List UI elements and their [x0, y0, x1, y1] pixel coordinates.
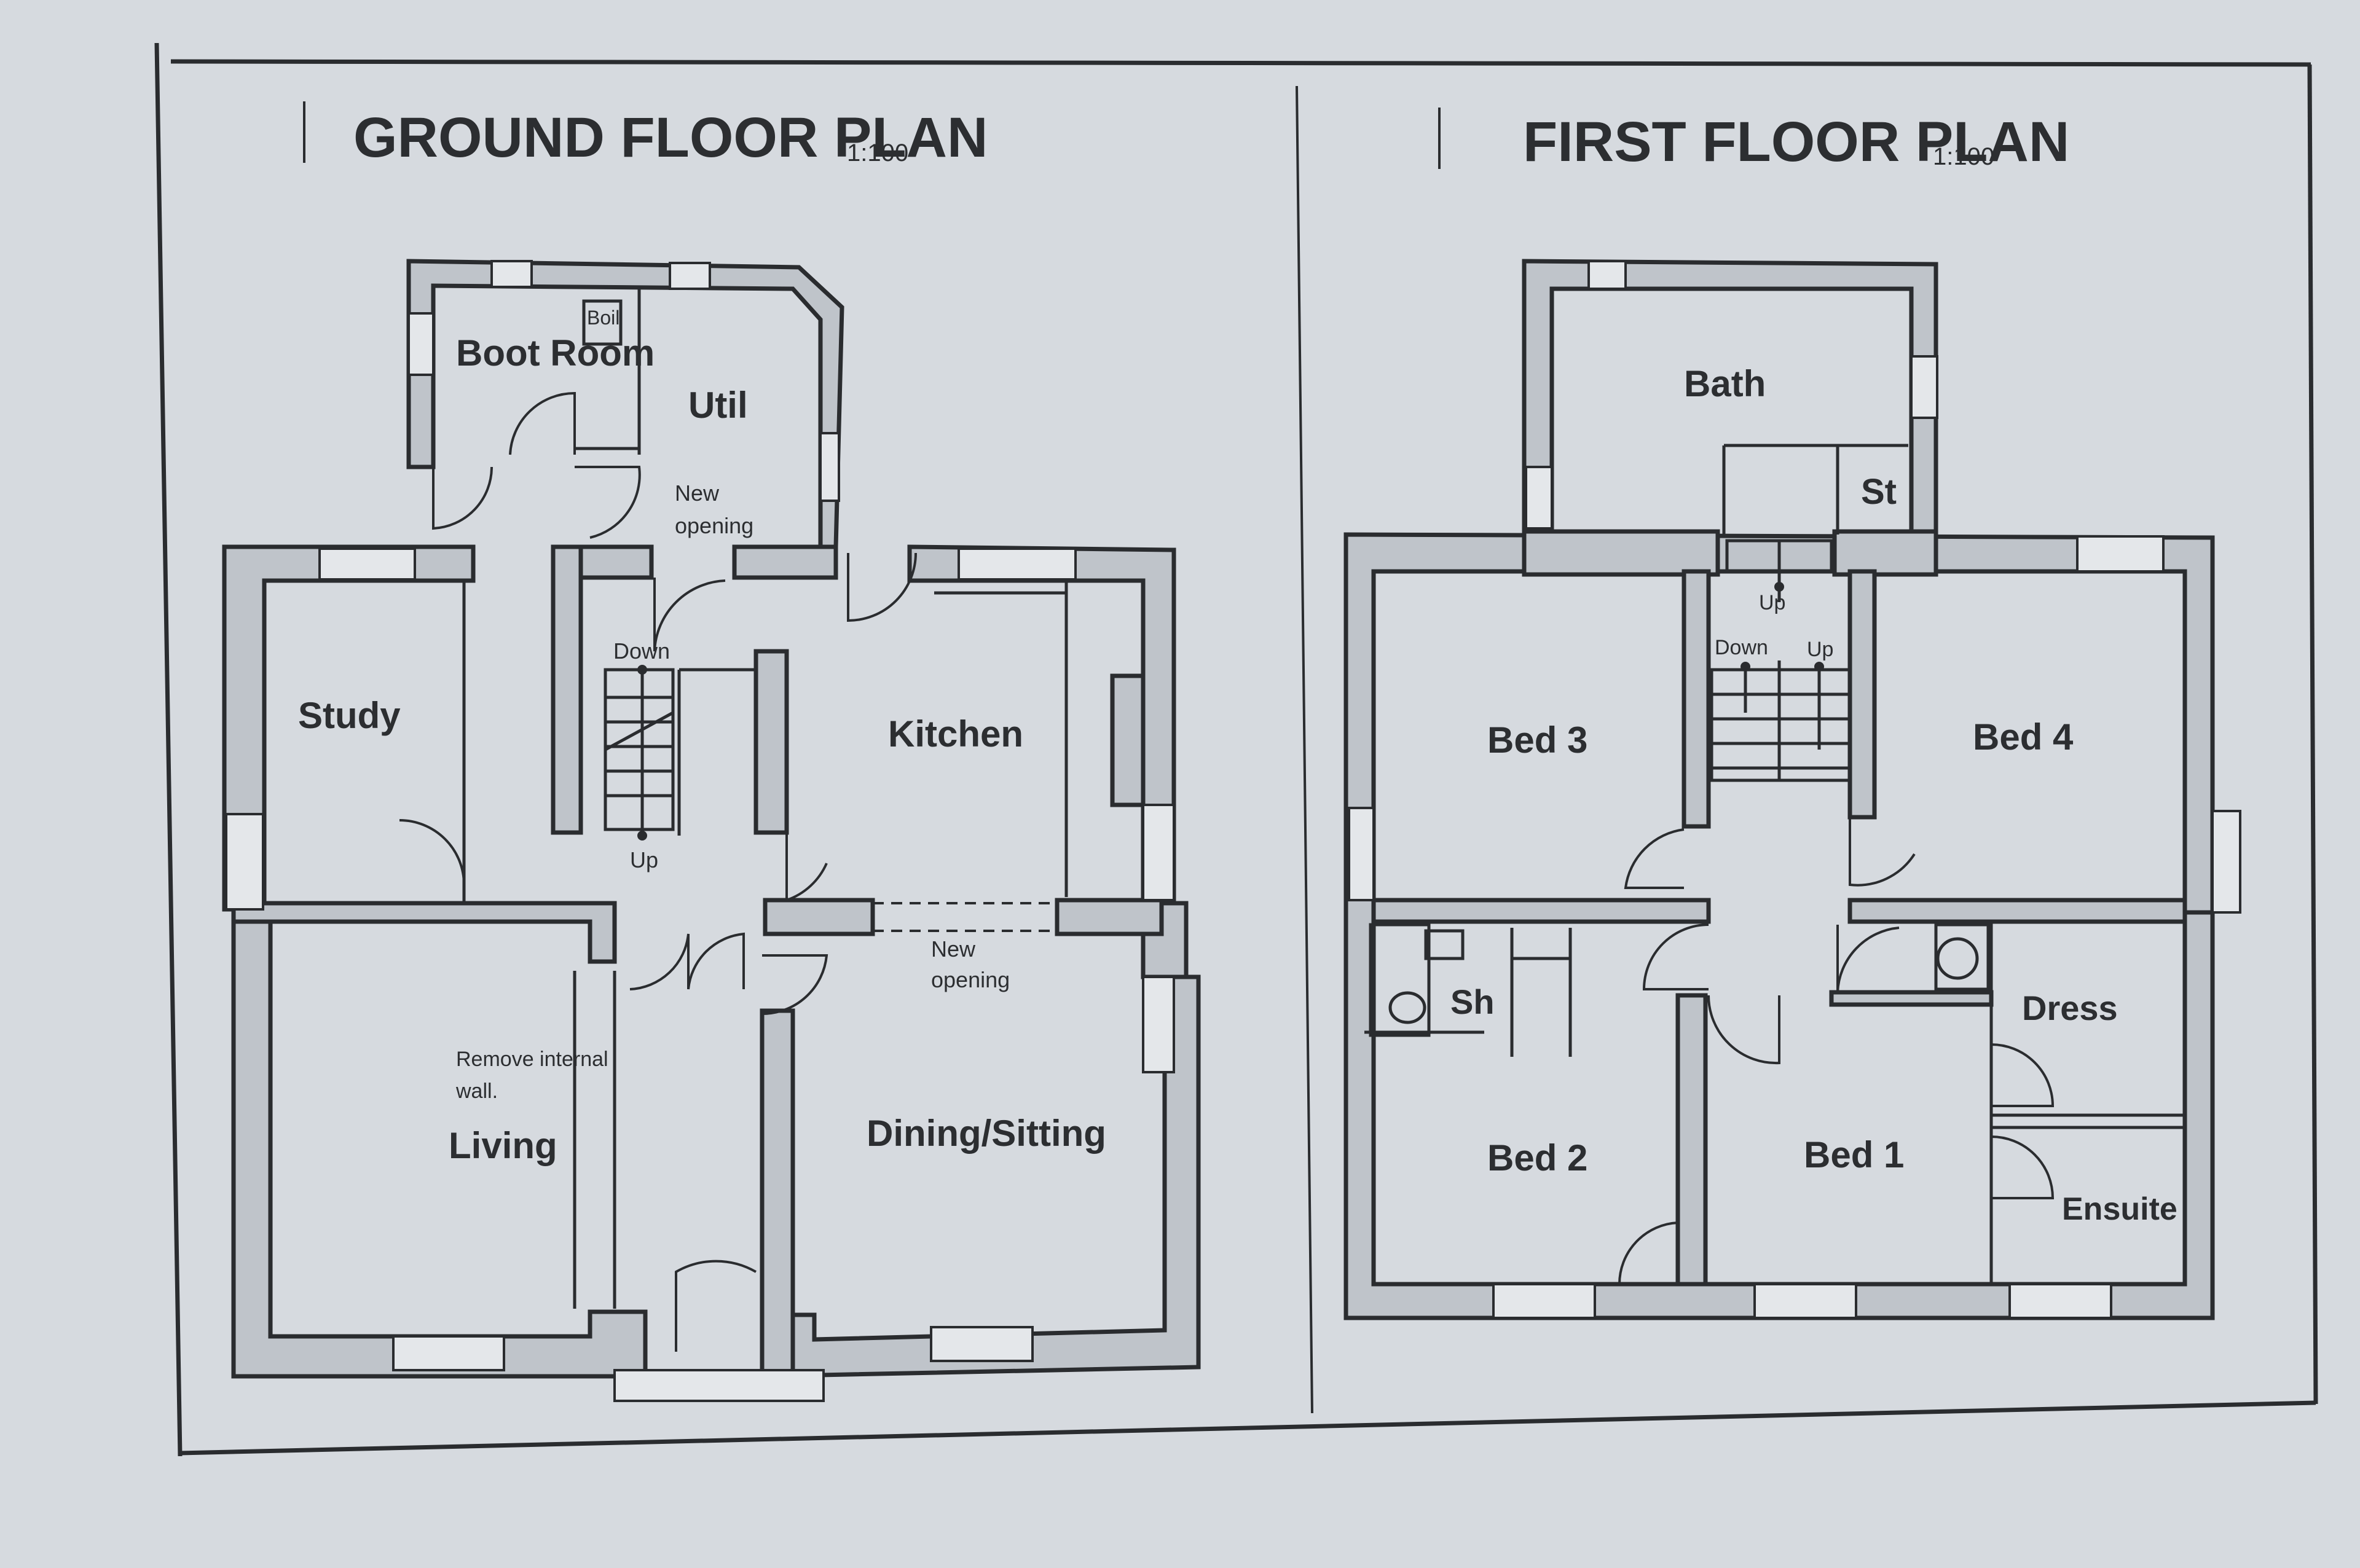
room-label-dress: Dress	[2022, 989, 2118, 1027]
room-label-dining-sitting: Dining/Sitting	[867, 1113, 1106, 1154]
ground-windows	[225, 260, 1175, 1402]
ground-outer-walls	[222, 259, 1201, 1379]
room-label-boot-room: Boot Room	[456, 332, 655, 374]
ground-floor-plan: GROUND FLOOR PLAN 1:100	[222, 106, 1201, 1402]
note-new-opening-kitchen-line2: opening	[931, 967, 1010, 992]
room-label-study: Study	[298, 695, 401, 736]
note-remove-wall-line1: Remove internal	[456, 1048, 608, 1071]
note-remove-wall-line2: wall.	[455, 1080, 498, 1103]
ground-floor-scale: 1:100	[847, 139, 908, 167]
room-label-living: Living	[449, 1125, 557, 1166]
room-label-ensuite: Ensuite	[2062, 1191, 2177, 1227]
first-floor-title: FIRST FLOOR PLAN	[1523, 111, 2069, 173]
note-new-opening-kitchen-line1: New	[931, 936, 976, 962]
room-label-bath: Bath	[1684, 363, 1766, 404]
room-label-bed-2: Bed 2	[1487, 1137, 1587, 1178]
sheet-frame	[154, 42, 2318, 1457]
first-inner-walls	[1364, 444, 2187, 1287]
shower-ensuite	[1934, 923, 1990, 991]
room-label-bed-1: Bed 1	[1804, 1134, 1904, 1175]
stair-label-up: Up	[1807, 638, 1833, 661]
stair-label-up: Up	[630, 847, 658, 872]
ground-doors	[399, 391, 1057, 1352]
ground-floor-title: GROUND FLOOR PLAN	[353, 106, 988, 169]
room-label-shower: Sh	[1450, 982, 1495, 1021]
room-label-bed-4: Bed 4	[1973, 716, 2074, 758]
first-doors	[1618, 817, 2055, 1285]
sheet-divider	[1296, 85, 1313, 1414]
boiler-box	[582, 299, 623, 346]
room-label-kitchen: Kitchen	[888, 713, 1023, 755]
basin	[1424, 929, 1465, 960]
first-floor-scale: 1:100	[1933, 143, 1994, 170]
stair-label-down: Down	[613, 638, 670, 664]
shower-tray	[1369, 923, 1431, 1037]
room-label-store: St	[1861, 472, 1897, 512]
ground-staircase	[604, 665, 756, 841]
note-new-opening-util-line1: New	[675, 480, 720, 506]
first-staircase	[1710, 539, 1852, 782]
room-label-util: Util	[688, 385, 748, 426]
note-new-opening-util-line2: opening	[675, 513, 753, 538]
first-floor-plan: FIRST FLOOR PLAN 1:100	[1343, 111, 2241, 1320]
toilet	[1388, 991, 1426, 1024]
first-fixtures	[1369, 923, 1990, 1037]
room-label-boiler: Boil	[587, 307, 620, 329]
ground-room-labels: Boot Room Boil Util Study Kitchen Living…	[298, 307, 1106, 1166]
stair-label-down: Down	[1715, 636, 1768, 659]
first-room-labels: Bath St Bed 3 Bed 4 Sh Dress Bed 2 Bed 1…	[1450, 363, 2177, 1227]
room-label-bed-3: Bed 3	[1487, 719, 1587, 761]
first-windows	[1348, 260, 2241, 1319]
stair-label-up-top: Up	[1759, 591, 1785, 614]
